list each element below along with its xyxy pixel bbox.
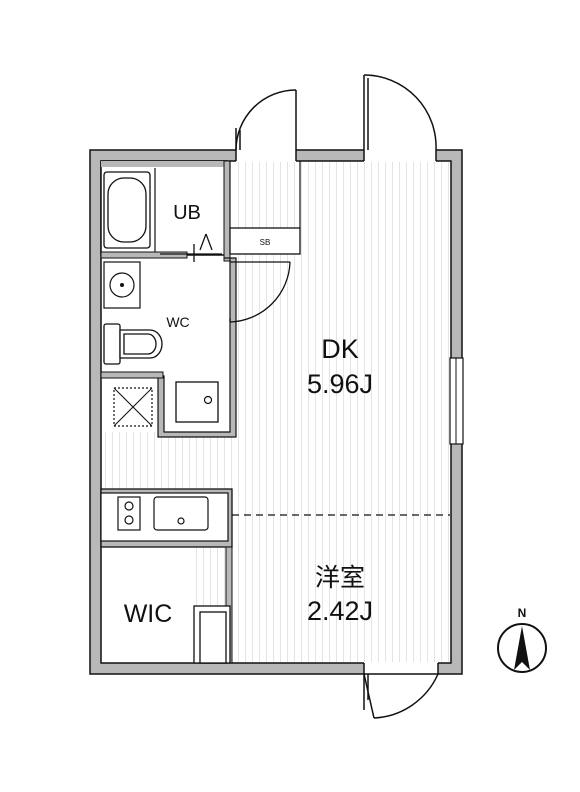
balcony-door (363, 673, 439, 719)
dk-room-name: DK (321, 334, 359, 364)
washroom-door (229, 261, 291, 323)
bathtub-basin (107, 177, 147, 243)
stove (117, 496, 141, 531)
compass: N (497, 606, 547, 673)
wic-label: WIC (124, 600, 173, 628)
western-room-area: 2.42J (307, 596, 373, 626)
entrance-opening-right (364, 149, 436, 162)
bath-door (160, 233, 222, 262)
shoe-box-label: SB (260, 238, 271, 247)
toilet (103, 323, 163, 365)
compass-needle (514, 626, 530, 670)
compass-north-label: N (518, 606, 527, 620)
entrance-opening-left (236, 149, 296, 162)
western-room-name: 洋室 (315, 564, 365, 592)
balcony-opening (364, 662, 438, 675)
wic-door (193, 605, 231, 664)
entrance-door (235, 74, 437, 151)
unit-bath-label: UB (173, 202, 201, 224)
storage-box (175, 381, 219, 423)
dk-room-area: 5.96J (307, 369, 373, 399)
sink (153, 496, 209, 531)
shoe-box (229, 227, 301, 255)
toilet-label: WC (166, 314, 189, 330)
